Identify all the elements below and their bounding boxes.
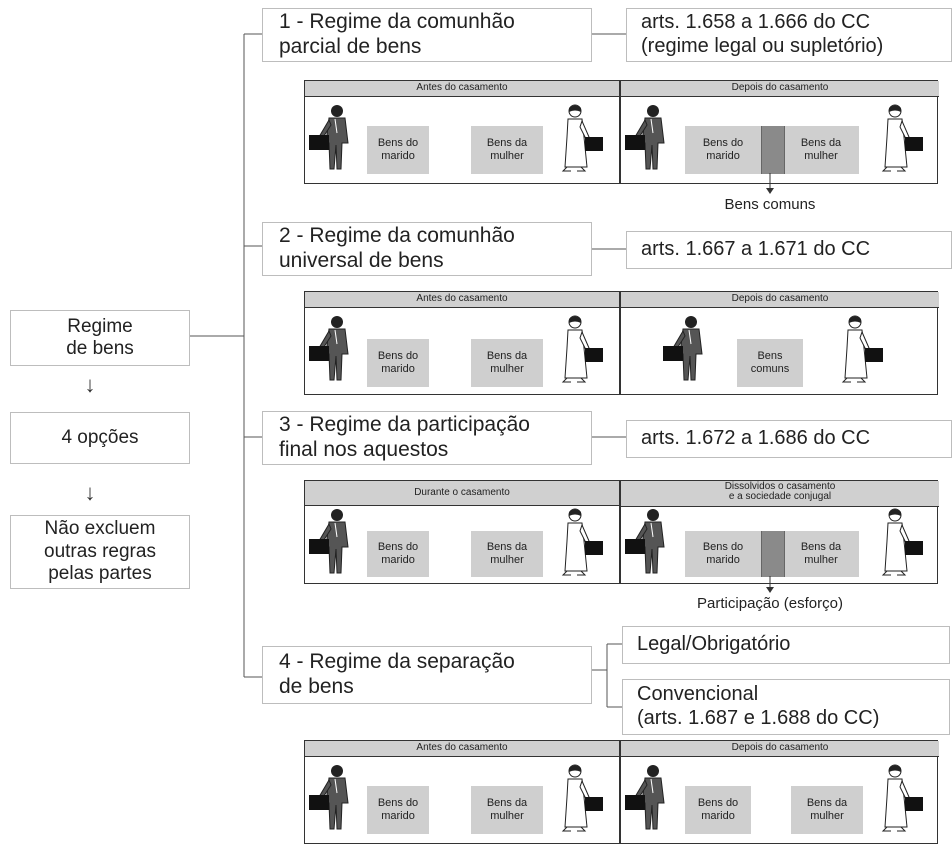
panel-header-left: Antes do casamento bbox=[305, 741, 619, 757]
regime-3-title: 3 - Regime da participação final nos aqu… bbox=[262, 411, 592, 465]
regime-2-articles: arts. 1.667 a 1.671 do CC bbox=[626, 231, 952, 269]
asset-bens-da-mulher: Bens da mulher bbox=[800, 137, 842, 162]
merged-assets: Bens do marido Bens da mulher bbox=[685, 531, 859, 577]
businesswoman-icon bbox=[553, 507, 605, 582]
panel-header-left: Antes do casamento bbox=[305, 292, 619, 308]
businessman-icon bbox=[623, 103, 675, 178]
businesswoman-icon bbox=[553, 103, 605, 178]
asset-bens-do-marido: Bens do marido bbox=[367, 786, 429, 834]
common-assets-strip bbox=[761, 126, 785, 174]
asset-bens-da-mulher: Bens da mulher bbox=[800, 541, 842, 566]
businessman-icon bbox=[307, 763, 359, 838]
businesswoman-icon bbox=[833, 314, 885, 389]
panel-regime-2: Antes do casamento Bens do marido Bens d… bbox=[304, 291, 939, 395]
quatro-opcoes-box: 4 opções bbox=[10, 412, 190, 464]
panel-left-half: Durante o casamento Bens do marido Bens … bbox=[305, 481, 619, 583]
panel-left-half: Antes do casamento Bens do marido Bens d… bbox=[305, 81, 619, 183]
businesswoman-icon bbox=[873, 763, 925, 838]
asset-bens-da-mulher: Bens da mulher bbox=[471, 531, 543, 577]
businessman-icon bbox=[623, 763, 675, 838]
panel-regime-1: Antes do casamento Bens do marido Bens d… bbox=[304, 80, 939, 184]
asset-bens-do-marido: Bens do marido bbox=[685, 786, 751, 834]
businesswoman-icon bbox=[553, 763, 605, 838]
down-arrow-icon: ↓ bbox=[84, 480, 96, 505]
down-arrow-icon: ↓ bbox=[84, 372, 96, 397]
asset-bens-do-marido: Bens do marido bbox=[367, 339, 429, 387]
regime-3-articles: arts. 1.672 a 1.686 do CC bbox=[626, 420, 952, 458]
asset-bens-da-mulher: Bens da mulher bbox=[471, 339, 543, 387]
panel-right-half: Depois do casamento Bens comuns bbox=[619, 292, 939, 394]
panel-regime-3: Durante o casamento Bens do marido Bens … bbox=[304, 480, 939, 584]
panel-regime-4: Antes do casamento Bens do marido Bens d… bbox=[304, 740, 939, 844]
businesswoman-icon bbox=[873, 507, 925, 582]
businessman-icon bbox=[623, 507, 675, 582]
regime-4-option-convencional: Convencional (arts. 1.687 e 1.688 do CC) bbox=[622, 679, 950, 735]
shared-effort-strip bbox=[761, 531, 785, 577]
regime-de-bens-box: Regime de bens bbox=[10, 310, 190, 366]
asset-bens-do-marido: Bens do marido bbox=[702, 137, 744, 162]
panel-right-half: Dissolvidos o casamento e a sociedade co… bbox=[619, 481, 939, 583]
regime-4-title: 4 - Regime da separação de bens bbox=[262, 646, 592, 704]
asset-bens-da-mulher: Bens da mulher bbox=[791, 786, 863, 834]
caption-participacao: Participação (esforço) bbox=[697, 595, 843, 612]
regime-4-option-legal: Legal/Obrigatório bbox=[622, 626, 950, 664]
asset-bens-comuns: Bens comuns bbox=[737, 339, 803, 387]
asset-bens-da-mulher: Bens da mulher bbox=[471, 786, 543, 834]
panel-header-right: Depois do casamento bbox=[621, 81, 939, 97]
panel-header-left: Antes do casamento bbox=[305, 81, 619, 97]
nao-excluem-box: Não excluem outras regras pelas partes bbox=[10, 515, 190, 589]
businesswoman-icon bbox=[873, 103, 925, 178]
regime-2-title: 2 - Regime da comunhão universal de bens bbox=[262, 222, 592, 276]
asset-bens-do-marido: Bens do marido bbox=[702, 541, 744, 566]
businessman-icon bbox=[307, 507, 359, 582]
businessman-icon bbox=[661, 314, 713, 389]
panel-header-right: Dissolvidos o casamento e a sociedade co… bbox=[621, 481, 939, 507]
panel-left-half: Antes do casamento Bens do marido Bens d… bbox=[305, 292, 619, 394]
asset-bens-do-marido: Bens do marido bbox=[367, 126, 429, 174]
panel-header-right: Depois do casamento bbox=[621, 741, 939, 757]
panel-header-left: Durante o casamento bbox=[305, 481, 619, 506]
caption-bens-comuns: Bens comuns bbox=[724, 196, 816, 213]
regime-1-articles: arts. 1.658 a 1.666 do CC (regime legal … bbox=[626, 8, 952, 62]
panel-header-right: Depois do casamento bbox=[621, 292, 939, 308]
asset-bens-da-mulher: Bens da mulher bbox=[471, 126, 543, 174]
panel-right-half: Depois do casamento Bens do marido Bens … bbox=[619, 81, 939, 183]
regime-1-title: 1 - Regime da comunhão parcial de bens bbox=[262, 8, 592, 62]
businessman-icon bbox=[307, 314, 359, 389]
businesswoman-icon bbox=[553, 314, 605, 389]
merged-assets: Bens do marido Bens da mulher bbox=[685, 126, 859, 174]
asset-bens-do-marido: Bens do marido bbox=[367, 531, 429, 577]
businessman-icon bbox=[307, 103, 359, 178]
panel-right-half: Depois do casamento Bens do marido Bens … bbox=[619, 741, 939, 843]
panel-left-half: Antes do casamento Bens do marido Bens d… bbox=[305, 741, 619, 843]
